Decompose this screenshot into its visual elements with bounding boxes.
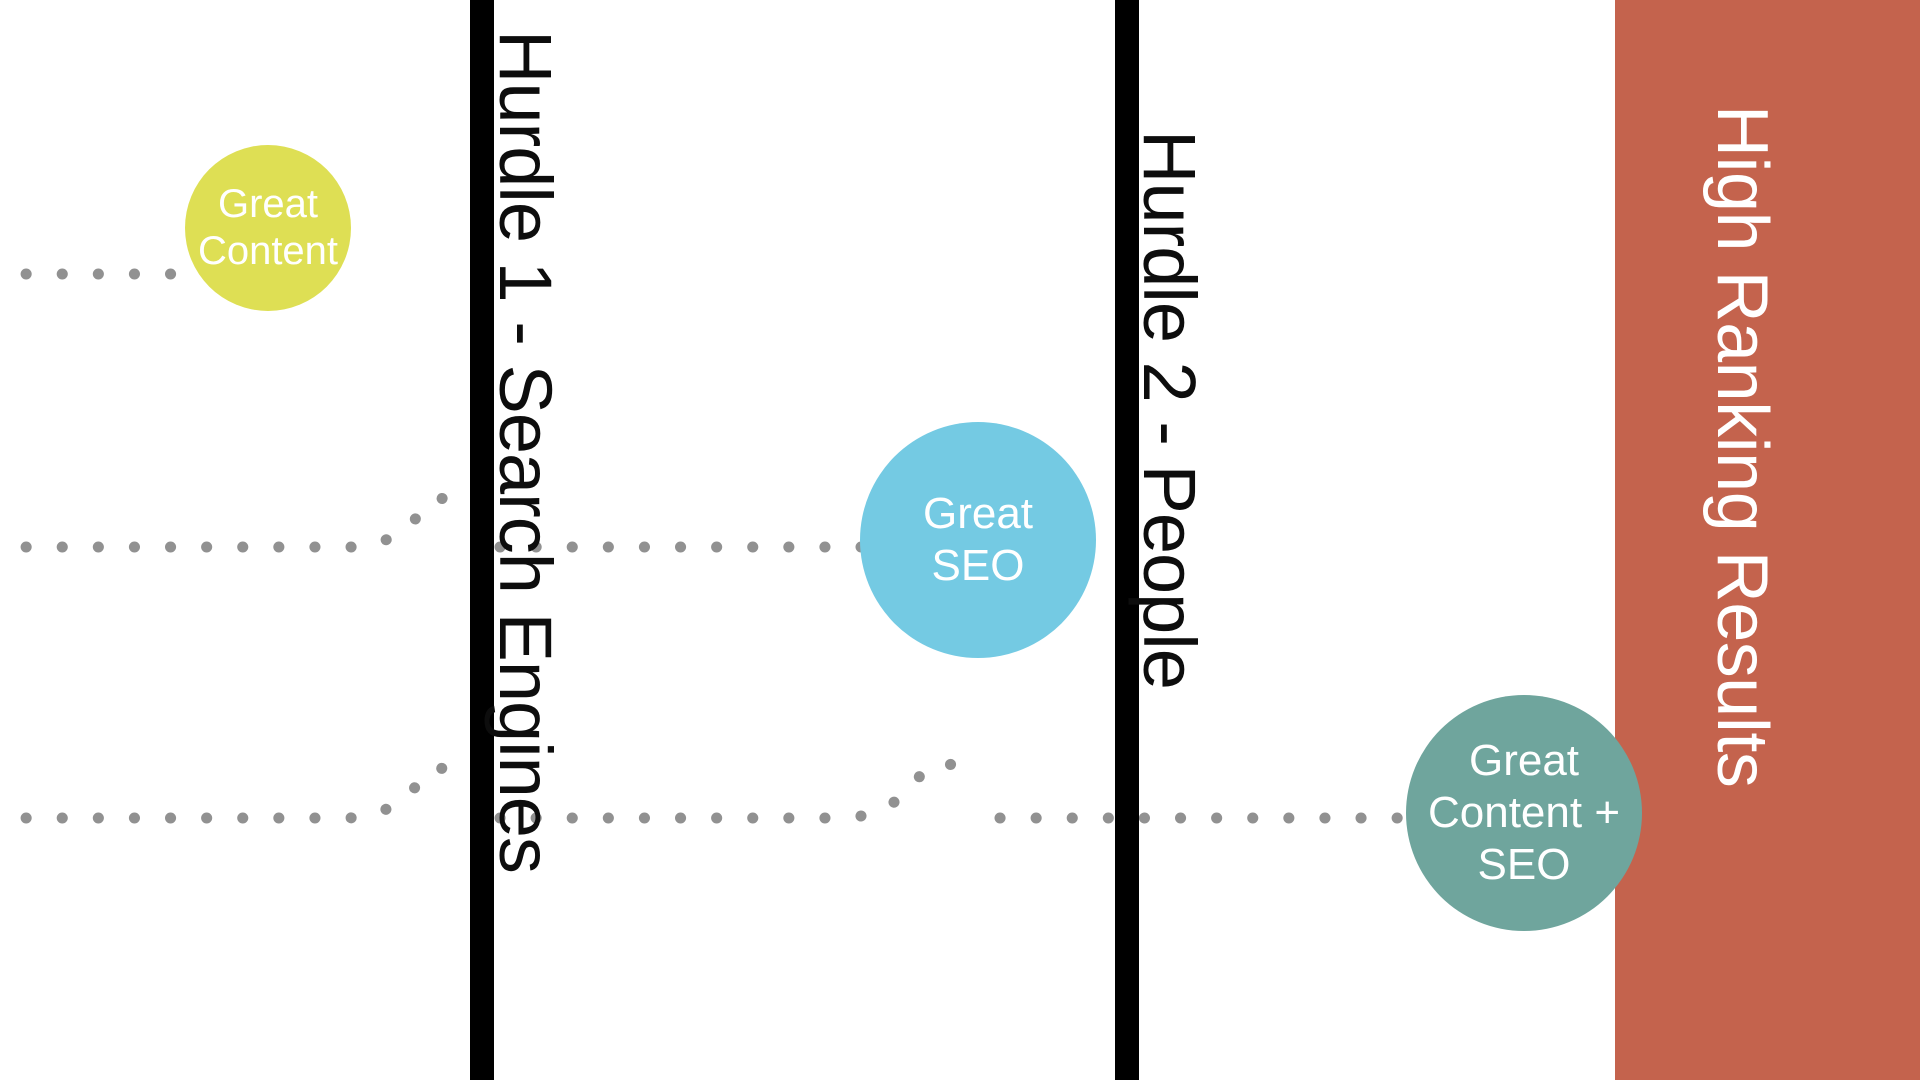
high-ranking-results-panel — [1615, 0, 1920, 1080]
high-ranking-results-label: High Ranking Results — [1702, 105, 1782, 788]
hurdle-1-bar — [470, 0, 494, 1080]
bubble-line-1: Great — [922, 489, 1034, 539]
path-great-seo — [0, 489, 896, 553]
bubble-line-2: SEO — [931, 541, 1025, 590]
bubble-great-content-seo[interactable]: Great Content + SEO — [1406, 695, 1642, 931]
bubble-line-3: SEO — [1477, 839, 1571, 889]
hurdle-1-label: Hurdle 1 - Search Engines — [484, 30, 567, 873]
bubble-line-1: Great — [1468, 736, 1580, 786]
bubble-great-content-seo-text: Great Content + SEO — [1418, 735, 1630, 891]
bubble-line-2: Content + — [1427, 788, 1621, 838]
bubble-great-content-text: Great Content — [188, 181, 348, 275]
hurdle-2-bar — [1115, 0, 1139, 1080]
bubble-great-content[interactable]: Great Content — [185, 145, 351, 311]
bubble-line-2: Content — [197, 229, 339, 273]
bubble-line-1: Great — [217, 181, 319, 226]
bubble-great-seo-text: Great SEO — [913, 488, 1043, 592]
path-great-content-seo — [0, 756, 1426, 824]
hurdle-2-label: Hurdle 2 - People — [1128, 130, 1211, 689]
bubble-great-seo[interactable]: Great SEO — [860, 422, 1096, 658]
